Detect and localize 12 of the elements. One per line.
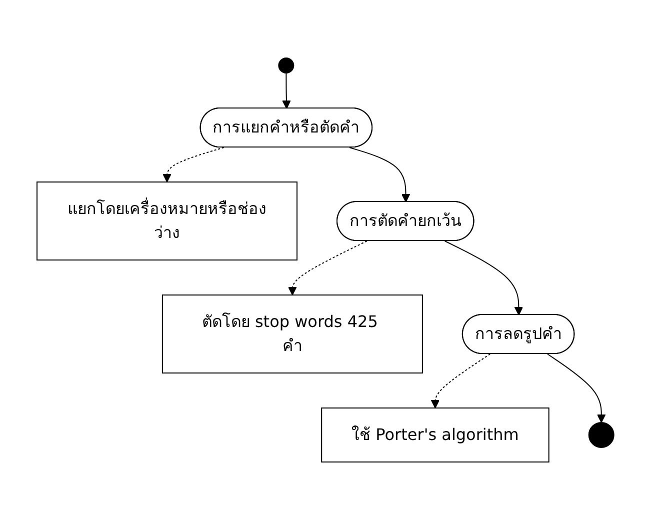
arrow [282,72,291,109]
node-box: ตัดโดย stop words 425 คำ [162,294,423,374]
node-circle [278,58,294,74]
arrow [162,147,224,182]
arrow [288,240,368,296]
arrow [547,354,606,423]
arrow [444,240,524,316]
arrow [349,147,410,202]
arrow [430,354,491,408]
node-bullseye [588,422,614,448]
node-box: แยกโดยเครื่องหมายหรือช่องว่าง [36,182,298,260]
node-box: ใช้ Porter's algorithm [321,407,550,462]
